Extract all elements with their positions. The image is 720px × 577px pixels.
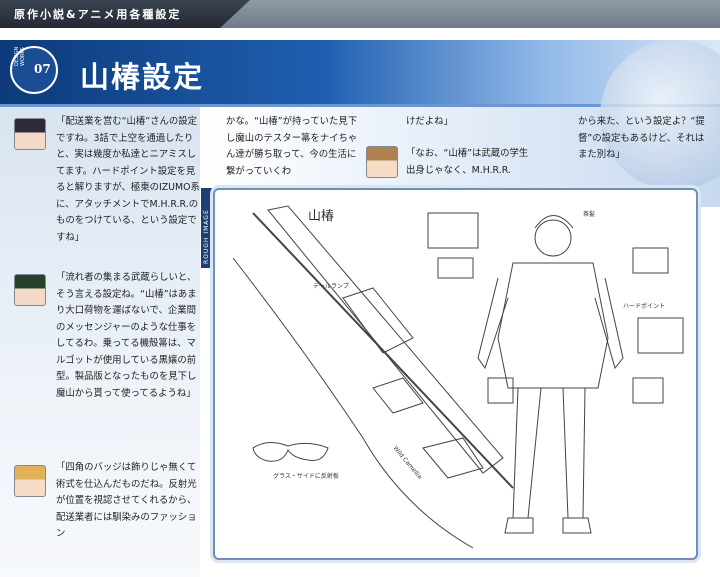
character-avatar-3 [14, 465, 46, 497]
broom-body [267, 205, 504, 474]
glasses-sketch [252, 442, 329, 462]
character-sketch: 山椿 テールランプ グラス・サイドに反射板 Wild Camellia 茶髪 ハ… [232, 205, 684, 549]
commentary-column-a: 「配送業を営む“山椿”さんの設定ですね。3話で上空を通過したりと、実は幾度か私達… [56, 114, 202, 543]
header-tab [0, 0, 250, 28]
section-number-badge [10, 46, 58, 94]
character-avatar-4 [366, 146, 398, 178]
sketch-note: テールランプ [313, 283, 349, 290]
sketch-title: 山椿 [308, 209, 334, 224]
banner-stripe [0, 104, 720, 107]
comment-paragraph: 「配送業を営む“山椿”さんの設定ですね。3話で上空を通過したりと、実は幾度か私達… [56, 116, 200, 243]
header-title: 原作小説&アニメ用各種設定 [14, 8, 182, 21]
comment-paragraph: から来た、という設定よ？“提督”の設定もあるけど、それはまた別ね」 [578, 116, 705, 160]
commentary-column-b: かな。“山椿”が持っていた見下し魔山のテスター箒をナイちゃん達が勝ち取って、今の… [226, 114, 361, 180]
commentary-column-c: けだよね」 「なお、“山椿”は武蔵の学生出身じゃなく、M.H.R.R. [406, 114, 536, 179]
sketch-note: ハードポイント [623, 302, 665, 310]
rough-image-panel [213, 188, 698, 560]
left-background [0, 107, 200, 577]
planet-illustration [600, 40, 720, 190]
sketch-note: 茶髪 [583, 210, 595, 218]
section-banner [0, 40, 720, 104]
character-avatar-2 [14, 274, 46, 306]
comment-paragraph: けだよね」 [406, 116, 453, 127]
comment-paragraph: 「四角のバッジは飾りじゃ無くて術式を仕込んだものだね。反射光が位置を視認させてく… [56, 462, 197, 539]
sketch-note: Wild Camellia [391, 445, 423, 481]
page-title: 山椿設定 [80, 60, 205, 94]
sketch-note: グラス・サイドに反射板 [273, 472, 339, 480]
badge-label: DESIGN WORKS [14, 46, 26, 66]
commentary-column-d: から来た、という設定よ？“提督”の設定もあるけど、それはまた別ね」 [578, 114, 708, 164]
rough-image-tab-label: ROUGH IMAGE [203, 209, 210, 264]
comment-paragraph: かな。“山椿”が持っていた見下し魔山のテスター箒をナイちゃん達が勝ち取って、今の… [226, 116, 358, 177]
character-head [534, 219, 572, 257]
section-number: 07 [34, 62, 51, 76]
character-torso [497, 262, 609, 389]
rough-image-tab [201, 188, 212, 268]
character-avatar-1 [14, 118, 46, 150]
comment-paragraph: 「流れ者の集まる武蔵らしいと、そう言える設定ね。“山椿”はあまり大口荷物を運ばな… [56, 272, 197, 399]
comment-paragraph: 「なお、“山椿”は武蔵の学生出身じゃなく、M.H.R.R. [406, 148, 529, 176]
